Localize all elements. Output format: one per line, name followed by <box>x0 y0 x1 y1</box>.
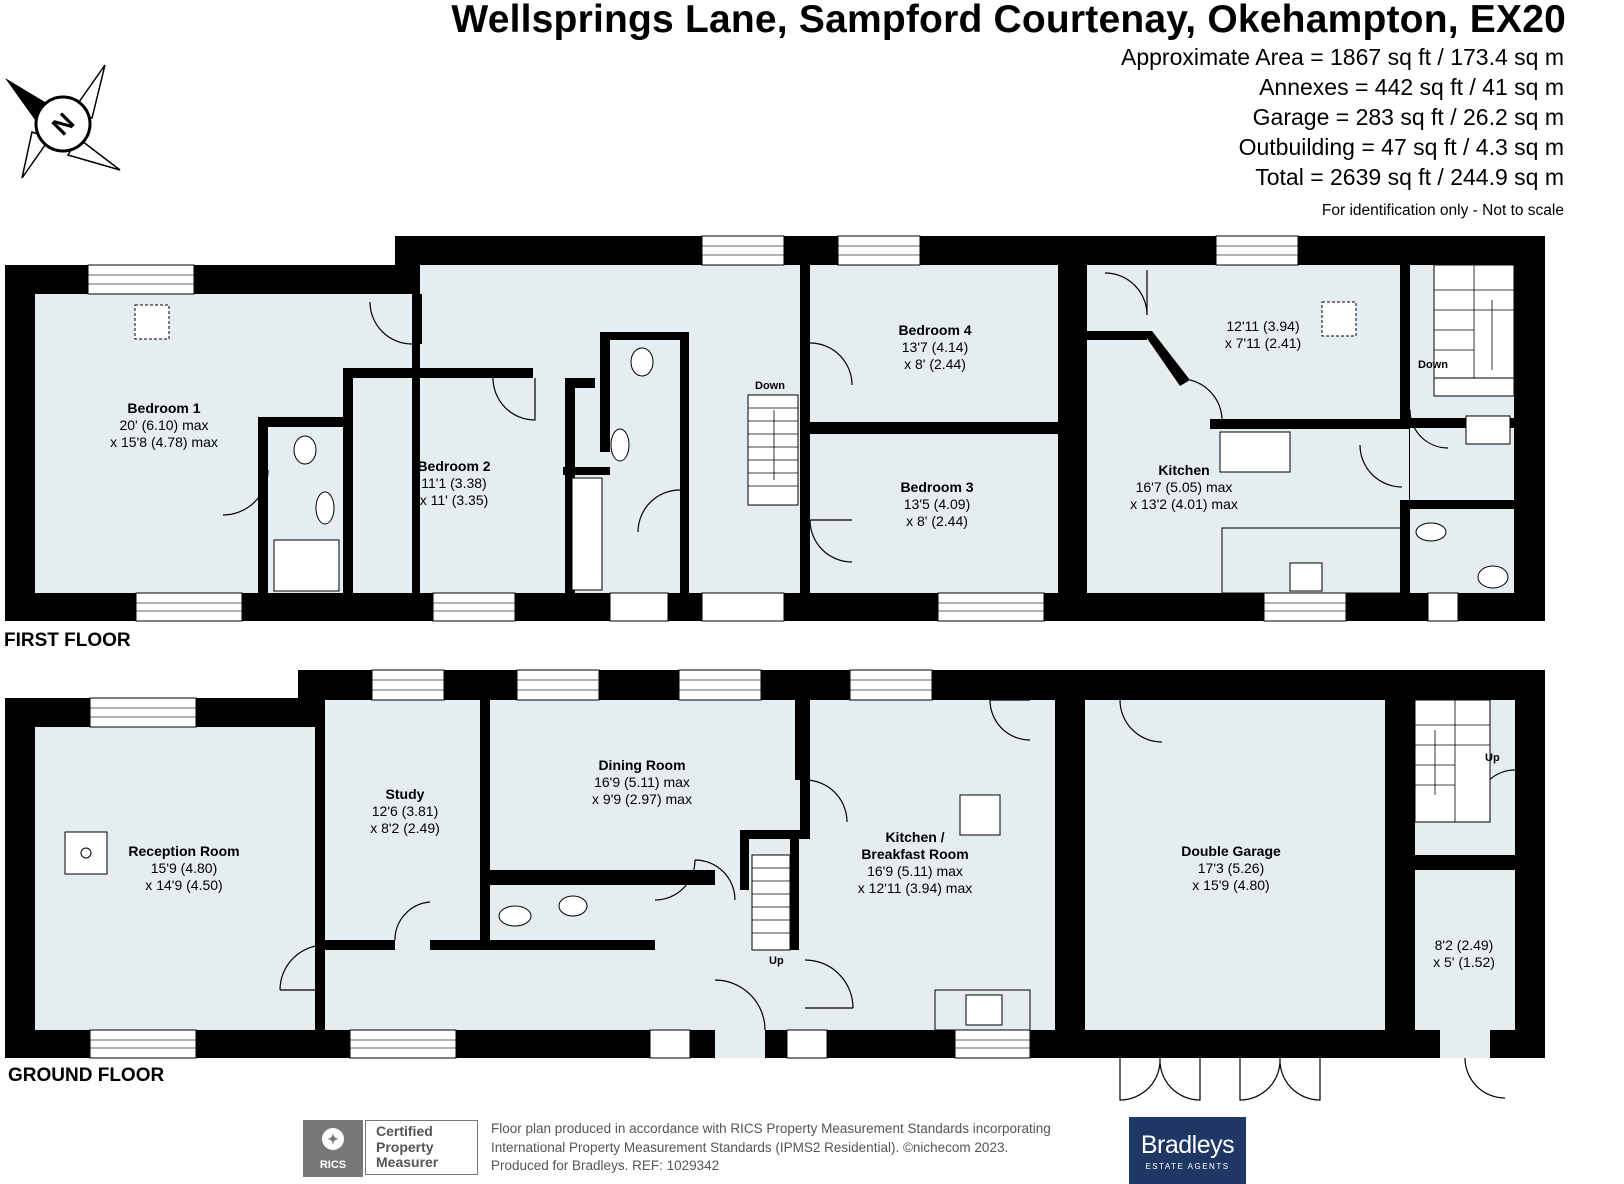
stair-label-ground-annex: Up <box>1485 752 1500 764</box>
study-area <box>325 700 485 940</box>
area-line: Annexes = 442 sq ft / 41 sq m <box>1259 74 1564 100</box>
rics-badge: ✦ RICS Certified Property Measurer <box>303 1120 480 1177</box>
room-label-kitchen-first: Kitchen 16'7 (5.05) max x 13'2 (4.01) ma… <box>1130 462 1238 512</box>
area-line: Garage = 283 sq ft / 26.2 sq m <box>1252 104 1564 130</box>
disclaimer-note: For identification only - Not to scale <box>1321 202 1564 219</box>
room-label-double-garage: Double Garage 17'3 (5.26) x 15'9 (4.80) <box>1181 843 1281 893</box>
area-line: Approximate Area = 1867 sq ft / 173.4 sq… <box>1120 44 1564 70</box>
room-label-annex-room: 12'11 (3.94) x 7'11 (2.41) <box>1224 318 1302 351</box>
compass-icon: N <box>5 64 121 179</box>
outbuilding-area <box>1415 870 1515 1030</box>
room-label-dining-room: Dining Room 16'9 (5.11) max x 9'9 (2.97)… <box>592 757 692 807</box>
area-summary: Approximate Area = 1867 sq ft / 173.4 sq… <box>1121 42 1564 192</box>
room-label-kitchen-breakfast: Kitchen / Breakfast Room 16'9 (5.11) max… <box>857 829 973 896</box>
room-label-bedroom-1: Bedroom 1 20' (6.10) max x 15'8 (4.78) m… <box>110 400 218 450</box>
rics-seal-icon: ✦ RICS <box>303 1120 363 1177</box>
rics-certified-label: Certified Property Measurer <box>365 1120 478 1175</box>
double-garage-area <box>1085 700 1385 1030</box>
bradleys-logo: Bradleys ESTATE AGENTS <box>1129 1117 1246 1184</box>
plan-title: Wellsprings Lane, Sampford Courtenay, Ok… <box>451 0 1566 41</box>
bedroom-1-area <box>35 294 412 593</box>
ground-floor-plan <box>5 669 1545 1101</box>
area-line: Total = 2639 sq ft / 244.9 sq m <box>1255 164 1564 190</box>
room-label-bedroom-4: Bedroom 4 13'7 (4.14) x 8' (2.44) <box>898 322 972 372</box>
room-label-reception-room: Reception Room 15'9 (4.80) x 14'9 (4.50) <box>128 843 240 893</box>
area-line: Outbuilding = 47 sq ft / 4.3 sq m <box>1238 134 1564 160</box>
room-label-study: Study 12'6 (3.81) x 8'2 (2.49) <box>370 786 440 836</box>
reception-room-area <box>35 727 320 1030</box>
bedroom-3-area <box>810 433 1058 593</box>
stair-label-first-main: Down <box>755 380 785 392</box>
room-label-bedroom-3: Bedroom 3 13'5 (4.09) x 8' (2.44) <box>900 479 974 529</box>
stair-label-first-annex: Down <box>1418 359 1448 371</box>
stair-label-ground-main: Up <box>769 955 784 967</box>
landing-area <box>420 265 805 593</box>
first-floor-plan <box>5 235 1545 622</box>
footer-note: Floor plan produced in accordance with R… <box>491 1121 1051 1173</box>
ground-floor-label: GROUND FLOOR <box>8 1065 165 1086</box>
room-label-outbuilding: 8'2 (2.49) x 5' (1.52) <box>1433 937 1495 970</box>
bedroom-4-area <box>810 265 1058 422</box>
room-label-bedroom-2: Bedroom 2 11'1 (3.38) x 11' (3.35) <box>417 458 491 508</box>
first-floor-label: FIRST FLOOR <box>4 630 131 651</box>
